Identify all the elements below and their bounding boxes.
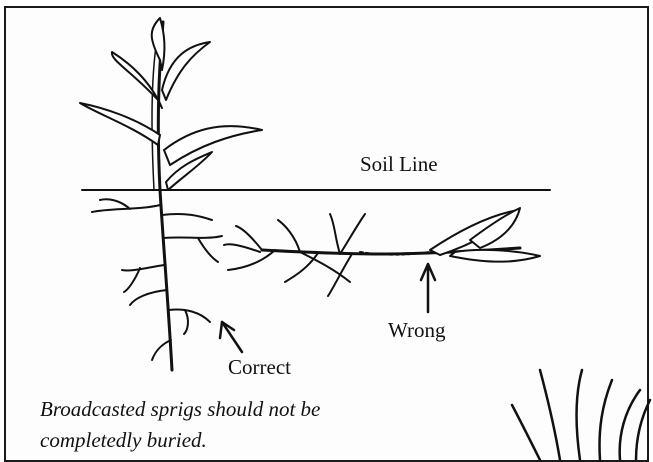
wrong-label: Wrong: [388, 318, 445, 343]
caption-line-2: completedly buried.: [40, 425, 460, 456]
caption-line-1: Broadcasted sprigs should not be: [40, 394, 460, 425]
correct-plant-leaves: [80, 18, 262, 190]
correct-plant-roots: [92, 199, 222, 360]
correct-arrow: [220, 322, 242, 352]
grass-blades-decoration: [512, 370, 650, 460]
buried-sprig-leaves: [430, 208, 540, 262]
soil-line-label: Soil Line: [360, 152, 438, 177]
caption: Broadcasted sprigs should not be complet…: [40, 394, 460, 456]
wrong-arrow: [421, 264, 435, 312]
buried-sprig-roots: [224, 214, 365, 296]
correct-label: Correct: [228, 355, 291, 380]
